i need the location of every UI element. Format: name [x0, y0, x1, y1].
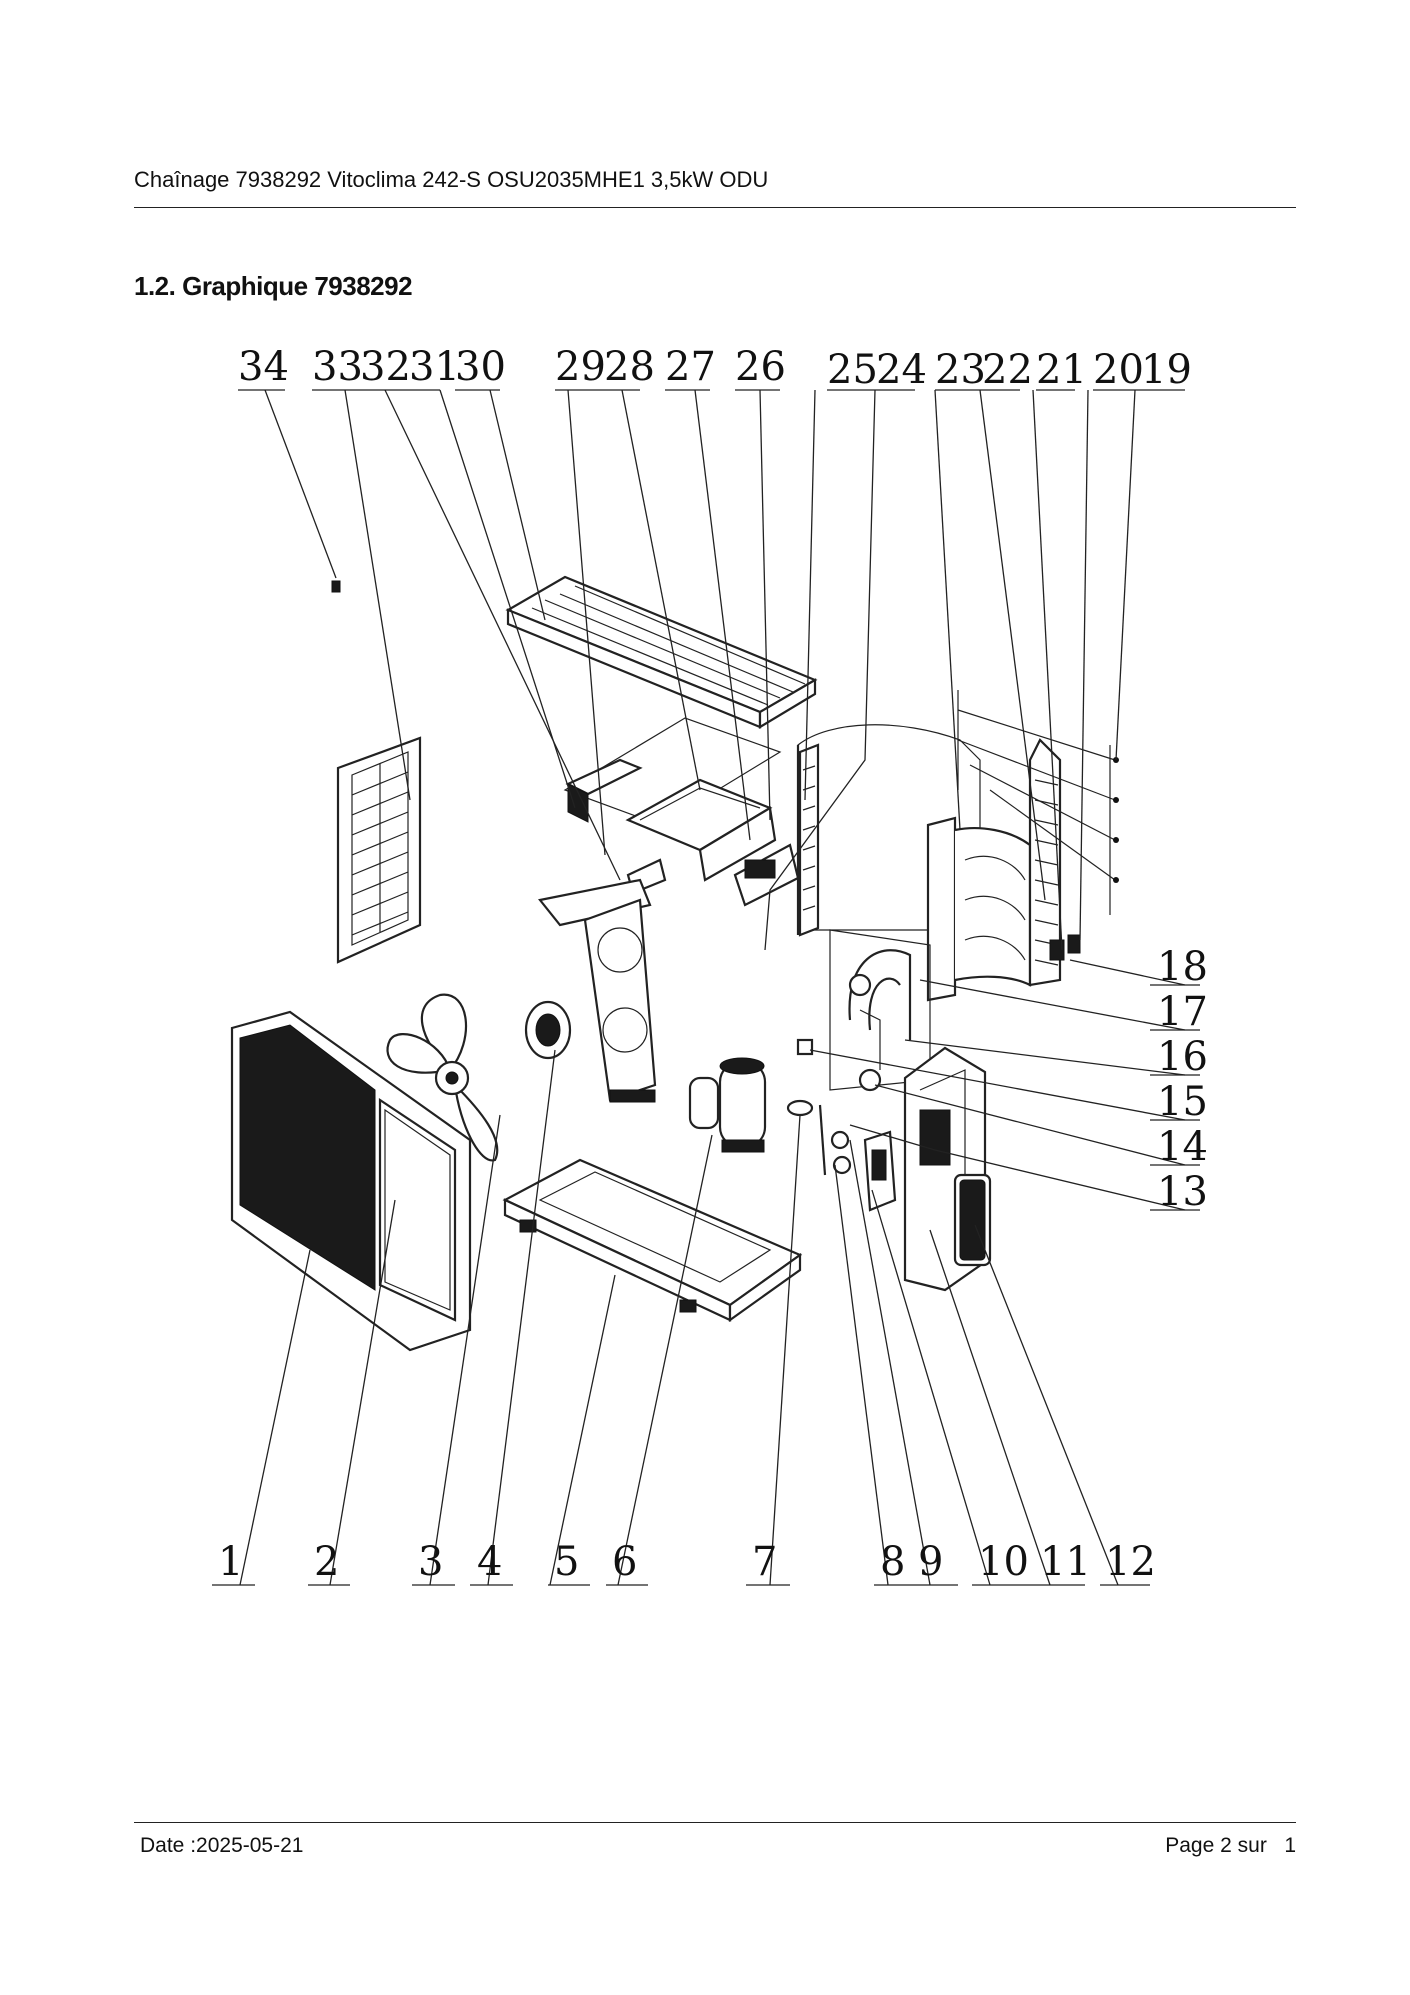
- label-34: 34: [238, 344, 289, 390]
- part-6-compressor: [688, 1057, 767, 1153]
- label-16: 16: [1157, 1034, 1208, 1080]
- part-33-side-grille: [336, 736, 422, 964]
- part-19-23-coil-assembly: [926, 690, 1119, 1002]
- label-17: 17: [1157, 989, 1208, 1035]
- label-10: 10: [978, 1539, 1029, 1585]
- label-5: 5: [554, 1539, 579, 1585]
- label-26: 26: [735, 344, 786, 390]
- part-34-clip: [331, 580, 341, 593]
- label-19: 19: [1141, 347, 1192, 393]
- label-33: 33: [312, 344, 363, 390]
- label-21: 21: [1036, 347, 1087, 393]
- label-15: 15: [1157, 1079, 1208, 1125]
- header-rule: [134, 207, 1296, 208]
- right-label-underlines: [1150, 984, 1200, 1211]
- label-20: 20: [1093, 347, 1144, 393]
- part-31-motor-bracket: [538, 878, 657, 1103]
- label-11: 11: [1040, 1539, 1091, 1585]
- label-4: 4: [477, 1539, 502, 1585]
- label-22: 22: [982, 347, 1033, 393]
- part-5-base-pan: [502, 1158, 803, 1323]
- bottom-labels: 1 2 3 4 5 6 7 8 9 10 11 12: [218, 1539, 1156, 1585]
- section-heading: 1.2. Graphique 7938292: [134, 271, 413, 301]
- label-14: 14: [1157, 1124, 1208, 1170]
- label-32: 32: [360, 344, 411, 390]
- part-29-31-electric-box: [563, 717, 800, 907]
- label-24: 24: [876, 347, 927, 393]
- label-2: 2: [314, 1539, 339, 1585]
- top-labels: 34 33 32 31 30 29 28 27 26 25 24 23 22 2…: [238, 344, 1192, 393]
- label-9: 9: [918, 1539, 943, 1585]
- label-18: 18: [1157, 944, 1208, 990]
- label-12: 12: [1105, 1539, 1156, 1585]
- label-30: 30: [455, 344, 506, 390]
- part-number-labels: 34 33 32 31 30 29 28 27 26 25 24 23 22 2…: [212, 344, 1208, 1586]
- part-11-13-side-panel: [903, 1046, 992, 1292]
- parts-drawing: [230, 575, 1119, 1352]
- label-28: 28: [604, 344, 655, 390]
- label-31: 31: [409, 344, 460, 390]
- leader-lines: [239, 389, 1186, 1586]
- label-8: 8: [880, 1539, 905, 1585]
- label-1: 1: [218, 1539, 243, 1585]
- footer-page-number: Page 2 sur 1: [1165, 1834, 1296, 1857]
- part-24-25-condenser: [796, 724, 981, 937]
- document-title: Chaînage 7938292 Vitoclima 242-S OSU2035…: [134, 167, 769, 192]
- label-29: 29: [555, 344, 606, 390]
- part-15-18-piping: [796, 929, 931, 1092]
- label-13: 13: [1157, 1169, 1208, 1215]
- part-3-fan-blade: [386, 993, 499, 1162]
- part-7-grommet: [786, 1099, 814, 1117]
- part-8-10-valves: [818, 1104, 897, 1212]
- label-25: 25: [827, 347, 878, 393]
- part-30-top-cover: [505, 575, 818, 729]
- footer-date: Date :2025-05-21: [140, 1834, 304, 1857]
- part-1-2-front-panel: [230, 1010, 472, 1352]
- label-7: 7: [752, 1539, 777, 1585]
- right-labels: 18 17 16 15 14 13: [1157, 944, 1208, 1215]
- label-23: 23: [935, 347, 986, 393]
- label-3: 3: [418, 1539, 443, 1585]
- part-4-fan-motor: [524, 1000, 572, 1060]
- label-27: 27: [665, 344, 716, 390]
- footer-rule: [134, 1822, 1296, 1823]
- label-6: 6: [612, 1539, 637, 1585]
